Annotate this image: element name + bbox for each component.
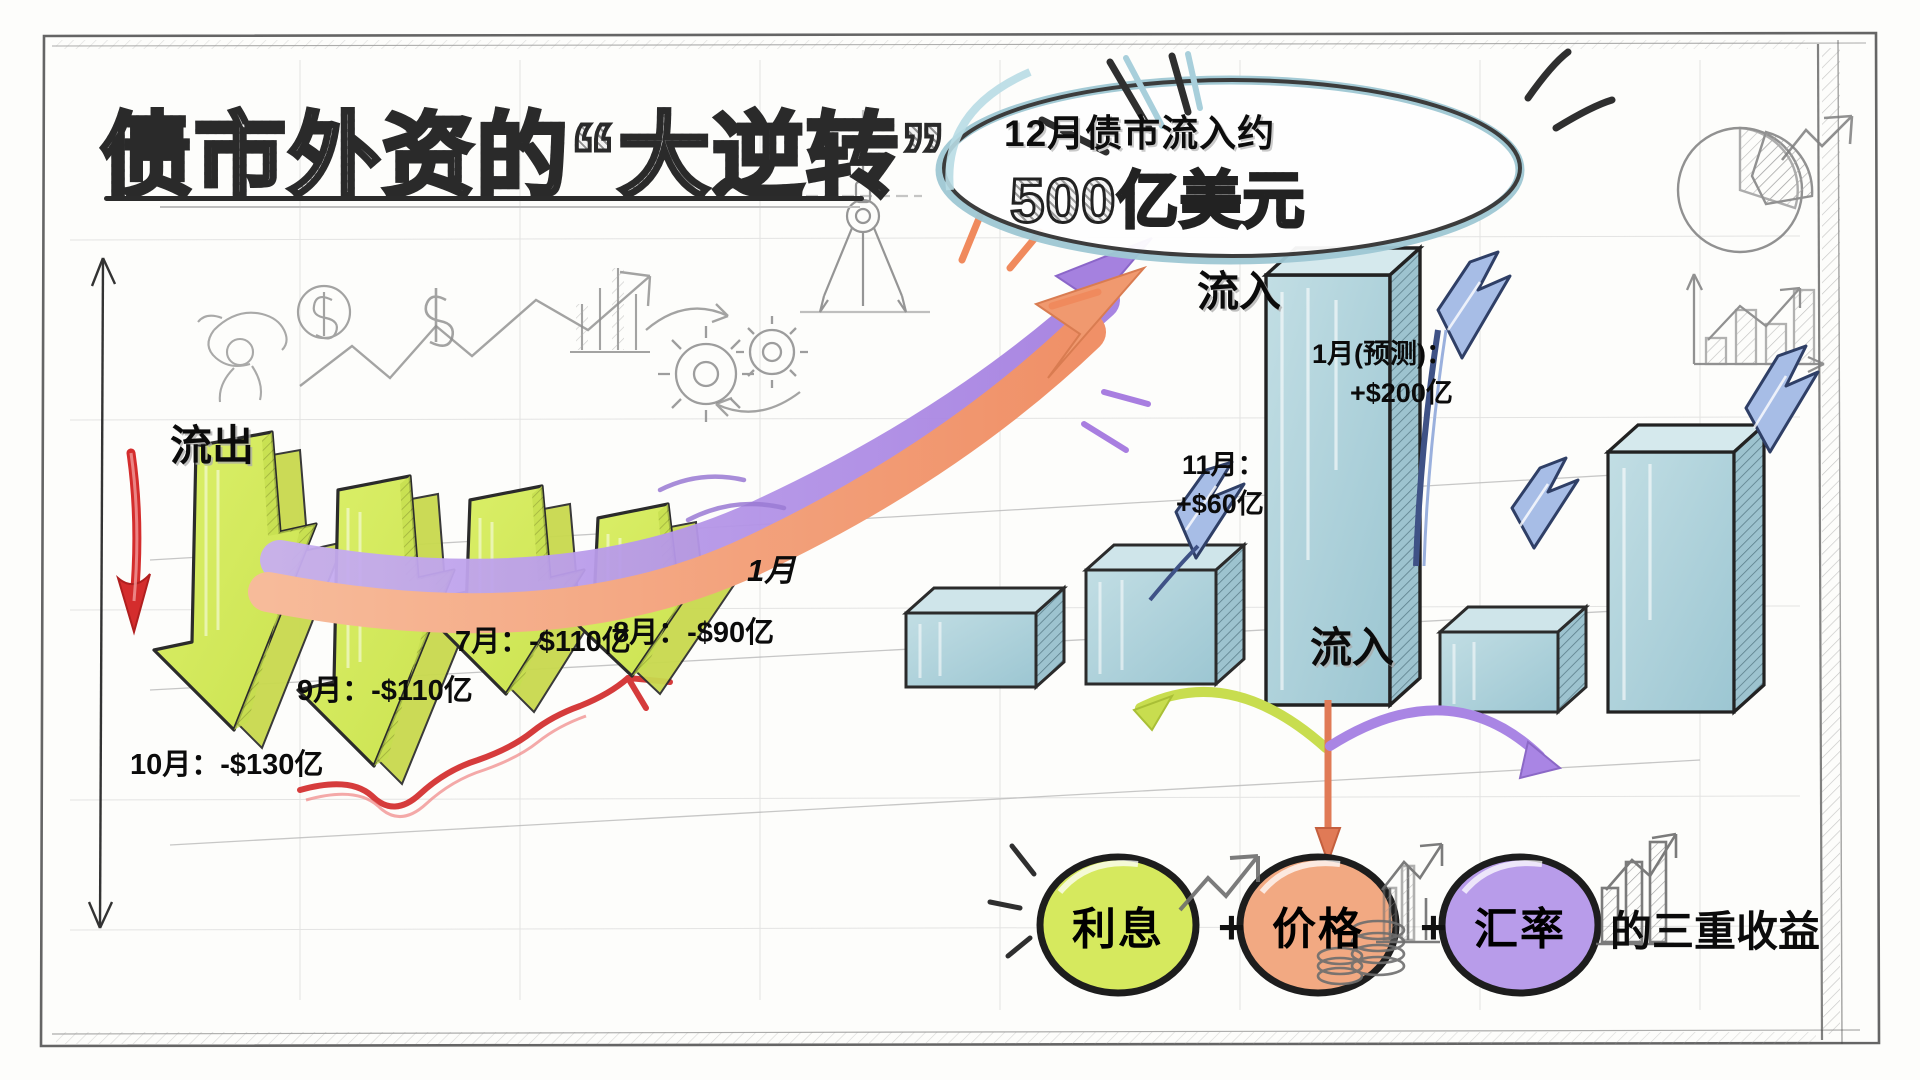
red-squiggle-arrow-shade xyxy=(305,714,587,818)
reversal-arrow xyxy=(248,212,1153,634)
formula-operator-2: + xyxy=(1420,901,1447,953)
annotation-jul: 7月：-$110亿 xyxy=(455,626,631,658)
callout-burst-right xyxy=(1524,48,1616,132)
annotation-aug: 8月：-$90亿 xyxy=(613,617,775,649)
label-outflow: 流出 xyxy=(170,422,255,469)
sketch-hand-icon xyxy=(197,311,288,403)
label-inflow-top: 流入 xyxy=(1197,268,1282,315)
perspective-floor xyxy=(149,469,1701,846)
annotation-nov-line1: 11月： xyxy=(1182,450,1265,480)
dollar-sign-icon xyxy=(424,288,455,347)
bar-chart-icon xyxy=(570,268,650,354)
label-inflow-bottom: 流入 xyxy=(1310,624,1395,671)
pie-chart-icon xyxy=(1676,126,1814,254)
formula-term-price-label: 价格 xyxy=(1272,905,1364,954)
bar-chart-icon-2 xyxy=(1685,273,1825,374)
formula-tail: 的三重收益 xyxy=(1610,908,1821,955)
annotation-oct: 10月：-$130亿 xyxy=(130,749,324,781)
bar-inflow-medium xyxy=(1082,541,1248,688)
value-axis xyxy=(87,257,117,929)
formula-term-interest: 利息 xyxy=(1040,857,1196,993)
formula-operator-1: + xyxy=(1218,901,1245,953)
trend-up-icon xyxy=(1780,114,1854,161)
annotation-nov-line2: +$60亿 xyxy=(1176,489,1264,519)
red-down-arrow xyxy=(116,448,151,636)
blue-up-arrow-nov xyxy=(1510,456,1580,550)
title-underline-secondary xyxy=(160,206,860,208)
annotation-jan-axis: 1月 xyxy=(747,553,796,588)
circular-arrow-icon xyxy=(645,303,801,417)
dollar-coin-icon xyxy=(296,284,352,340)
page-title: 债市外资的“大逆转” xyxy=(98,82,948,215)
formula-term-price: 价格 xyxy=(1240,857,1396,993)
formula-term-interest-label: 利息 xyxy=(1072,905,1164,954)
bar-outflow-aug xyxy=(560,502,739,696)
bar-inflow-forecast xyxy=(1603,421,1769,716)
bar-inflow-small xyxy=(902,584,1068,691)
blue-up-arrow-forecast xyxy=(1744,344,1820,454)
gears-icon xyxy=(658,316,808,422)
callout-line-1: 12月债市流入约 xyxy=(1004,113,1276,154)
annotation-forecast-line1: 1月(预测)： xyxy=(1312,339,1453,369)
formula-term-fx: 汇率 xyxy=(1442,857,1598,993)
bar-inflow-nov xyxy=(1436,603,1590,716)
annotation-sep: 9月：-$110亿 xyxy=(297,675,473,707)
formula-term-fx-label: 汇率 xyxy=(1474,905,1566,954)
title-underline xyxy=(104,196,864,201)
zigzag-trend-icon xyxy=(299,270,652,387)
annotation-forecast-line2: +$200亿 xyxy=(1350,378,1453,408)
callout-line-2: 500亿美元 xyxy=(1008,150,1305,240)
